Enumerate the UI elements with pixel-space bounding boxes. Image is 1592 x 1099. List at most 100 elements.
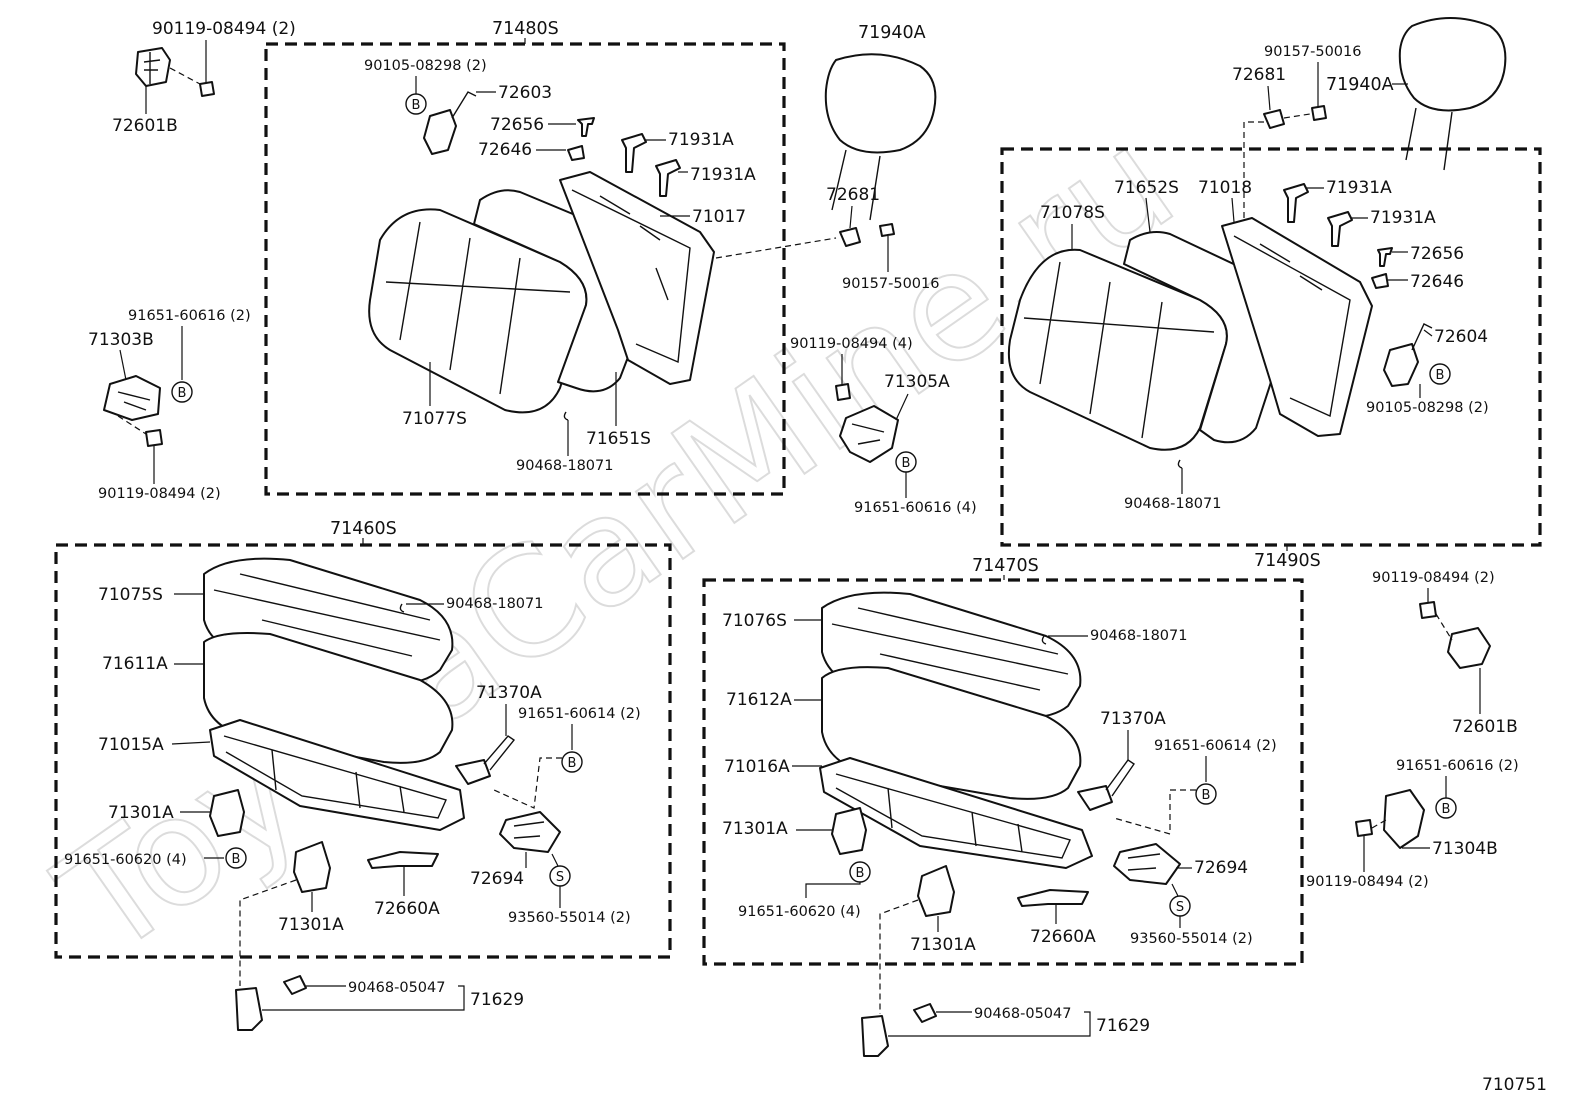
hog-ring-90468-18071 <box>1041 635 1047 645</box>
label-72656: 72656 <box>1410 244 1464 264</box>
leader <box>171 741 211 745</box>
svg-text:B: B <box>568 756 577 771</box>
callout-b: B <box>895 451 917 473</box>
callout-b: B <box>225 847 247 869</box>
headrest-guide-71931a <box>1327 211 1353 247</box>
adjuster-lever-71370a <box>1077 759 1135 811</box>
label-71931A: 71931A <box>690 165 756 185</box>
headrest-71940a <box>824 53 937 221</box>
label-91651-60616: 91651-60616 (2) <box>128 308 251 324</box>
svg-text:S: S <box>556 870 564 885</box>
label-90157-50016: 90157-50016 <box>842 276 940 292</box>
hog-ring-90468-18071 <box>563 411 569 421</box>
leader <box>895 393 909 421</box>
screw-72656 <box>577 117 595 137</box>
dashed-leader <box>493 757 562 809</box>
label-71611A: 71611A <box>102 654 168 674</box>
seatback-frame-71017 <box>559 171 715 385</box>
label-71078S: 71078S <box>1040 203 1105 223</box>
label-90468-18071: 90468-18071 <box>516 458 614 474</box>
callout-b: B <box>849 861 871 883</box>
group-label-71460S: 71460S <box>330 519 397 539</box>
bracket-71304b <box>1383 789 1425 849</box>
screw-72656 <box>1377 247 1393 267</box>
label-91651-60620: 91651-60620 (4) <box>64 852 187 868</box>
dashed-leader <box>1113 789 1196 835</box>
spring-72660a <box>1017 889 1089 907</box>
callout-s: S <box>549 865 571 887</box>
label-90468-18071: 90468-18071 <box>1090 628 1188 644</box>
bolt-90119-08494 <box>835 383 851 401</box>
dashed-leader <box>879 899 919 1014</box>
label-72646: 72646 <box>1410 272 1464 292</box>
seatback-cover-71077s <box>368 208 588 414</box>
label-71077S: 71077S <box>402 409 467 429</box>
hog-ring-90468-18071 <box>399 603 405 613</box>
label-72601B: 72601B <box>1452 717 1518 737</box>
spring-72660a <box>367 851 439 869</box>
leader <box>1145 197 1151 233</box>
bolt-90119-08494 <box>169 67 215 97</box>
callout-s: S <box>1169 895 1191 917</box>
label-71075S: 71075S <box>98 585 163 605</box>
leader <box>805 882 861 898</box>
label-71629: 71629 <box>470 990 524 1010</box>
bracket-71305a <box>839 405 899 463</box>
group-label-71480S: 71480S <box>492 19 559 39</box>
label-91651-60614: 91651-60614 (2) <box>1154 738 1277 754</box>
label-71301A: 71301A <box>910 935 976 955</box>
label-90119-08494: 90119-08494 (2) <box>98 486 221 502</box>
headrest-guide-71931a <box>655 159 681 197</box>
callout-b: B <box>171 381 193 403</box>
svg-text:B: B <box>902 456 911 471</box>
bracket-71303b <box>103 375 161 421</box>
headrest-support-72681 <box>1263 109 1285 129</box>
svg-text:B: B <box>1436 368 1445 383</box>
label-93560-55014: 93560-55014 (2) <box>508 910 631 926</box>
label-72660A: 72660A <box>1030 927 1096 947</box>
label-71370A: 71370A <box>1100 709 1166 729</box>
label-71305A: 71305A <box>884 372 950 392</box>
label-71931A: 71931A <box>668 130 734 150</box>
bracket-leader <box>262 985 465 1011</box>
hog-ring-90468-18071 <box>1177 459 1183 469</box>
label-72646: 72646 <box>478 140 532 160</box>
label-71629: 71629 <box>1096 1016 1150 1036</box>
svg-text:B: B <box>1442 802 1451 817</box>
svg-text:B: B <box>856 866 865 881</box>
label-90105-08298: 90105-08298 (2) <box>364 58 487 74</box>
adjuster-lever-71370a <box>455 735 516 785</box>
label-90468-18071: 90468-18071 <box>1124 496 1222 512</box>
label-71931A: 71931A <box>1370 208 1436 228</box>
label-71015A: 71015A <box>98 735 164 755</box>
leader <box>849 205 853 229</box>
label-90119-08494: 90119-08494 (4) <box>790 336 913 352</box>
headrest-support-72681 <box>839 227 861 247</box>
headrest-guide-71931a <box>1283 183 1309 223</box>
dashed-leader <box>715 237 837 259</box>
clip-72646 <box>1371 273 1389 289</box>
svg-text:B: B <box>232 852 241 867</box>
callout-b: B <box>1429 363 1451 385</box>
bolt-90119-08494 <box>1355 819 1387 837</box>
lock-striker-72603 <box>423 91 477 155</box>
leader <box>119 349 127 381</box>
bracket-71301a <box>917 865 955 917</box>
dashed-leader <box>1283 113 1311 119</box>
label-90468-18071: 90468-18071 <box>446 596 544 612</box>
leader <box>1423 329 1433 337</box>
group-box-71490S <box>1000 147 1542 547</box>
svg-text:B: B <box>178 386 187 401</box>
cover-71629 <box>235 987 263 1031</box>
cover-72694 <box>1113 843 1181 885</box>
leader <box>1231 197 1235 223</box>
label-71370A: 71370A <box>476 683 542 703</box>
label-91651-60616: 91651-60616 (2) <box>1396 758 1519 774</box>
seat-cushion-frame-71016a <box>819 757 1093 869</box>
label-90468-05047: 90468-05047 <box>974 1006 1072 1022</box>
label-72694: 72694 <box>470 869 524 889</box>
hinge-bracket-72601b <box>1447 627 1491 669</box>
callout-b: B <box>1435 797 1457 819</box>
cover-72694 <box>499 811 561 853</box>
headrest-guide-71931a <box>621 133 647 173</box>
